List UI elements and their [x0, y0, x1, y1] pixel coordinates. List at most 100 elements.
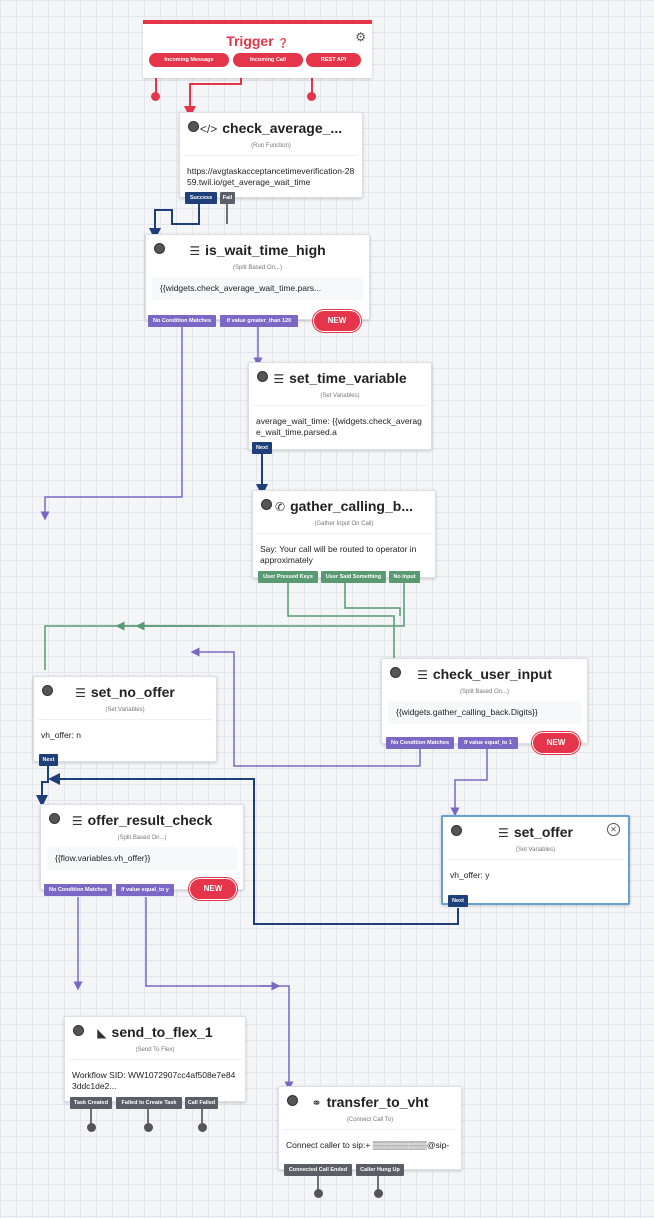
widget-handle[interactable] [287, 1095, 298, 1106]
wire-no-input [44, 582, 405, 670]
code-icon: </> [199, 122, 218, 136]
widget-handle[interactable] [261, 499, 272, 510]
widget-type: (Set Variables) [105, 707, 145, 713]
widget-type: (Set Variables) [320, 393, 360, 399]
widget-offer-result-check[interactable]: ☰offer_result_check (Split Based On...) … [40, 804, 244, 890]
trigger-terminal-message[interactable] [151, 92, 160, 101]
widget-send-to-flex[interactable]: ◣ send_to_flex_1 (Send To Flex) Workflow … [64, 1016, 246, 1102]
widget-type: (Split Based On...) [459, 689, 510, 695]
widget-type: (Split Based On...) [232, 265, 283, 271]
split-icon: ☰ [189, 244, 201, 258]
wire-success [149, 204, 200, 240]
widget-body: {{widgets.gather_calling_back.Digits}} [388, 701, 581, 724]
widget-set-no-offer[interactable]: ☰set_no_offer (Set Variables) vh_offer: … [33, 676, 217, 762]
widget-body: average_wait_time: {{widgets.check_avera… [256, 416, 422, 437]
transition-next[interactable]: Next [252, 442, 272, 454]
transition-next[interactable]: Next [448, 895, 468, 907]
widget-handle[interactable] [154, 243, 165, 254]
new-badge[interactable]: NEW [534, 734, 578, 752]
widget-title: send_to_flex_1 [111, 1024, 213, 1040]
widget-body: {{widgets.check_average_wait_time.pars..… [152, 277, 363, 300]
wire-next-2 [36, 766, 49, 807]
transition-user-pressed-keys[interactable]: User Pressed Keys [258, 571, 318, 583]
wire-said-something [344, 582, 401, 616]
trigger-incoming-message[interactable]: Incoming Message [149, 53, 229, 67]
wire-no-condition-1 [40, 323, 183, 521]
widget-is-wait-time-high[interactable]: ☰ is_wait_time_high (Split Based On...) {… [145, 234, 370, 320]
variables-icon: ☰ [273, 372, 285, 386]
transition-no-input[interactable]: No Input [389, 571, 420, 583]
widget-title: check_average_... [222, 120, 343, 136]
trigger-title: Trigger ❓ [226, 33, 289, 49]
widget-type: (Split Based On...) [117, 835, 167, 841]
phone-icon: ✆ [275, 500, 286, 514]
widget-check-average[interactable]: </> check_average_... (Run Function) http… [179, 112, 363, 198]
new-badge[interactable]: NEW [315, 312, 359, 330]
widget-body: {{flow.variables.vh_offer}} [47, 847, 237, 870]
split-icon: ☰ [417, 668, 428, 682]
gear-icon[interactable]: ⚙ [355, 30, 366, 44]
widget-set-offer[interactable]: ☰ set_offer ✕ (Set Variables) vh_offer: y [441, 815, 630, 905]
widget-type: (Connect Call To) [346, 1117, 394, 1123]
new-badge[interactable]: NEW [191, 880, 235, 898]
close-circle-icon[interactable]: ✕ [607, 823, 620, 836]
widget-body: Workflow SID: WW1072907cc4af508e7e843ddc… [72, 1070, 236, 1091]
widget-handle[interactable] [257, 371, 268, 382]
widget-type: (Run Function) [251, 143, 291, 149]
transition-next[interactable]: Next [39, 754, 58, 766]
transition-no-condition[interactable]: No Condition Matches [148, 315, 216, 327]
wire-equal-to-1 [450, 748, 488, 817]
widget-title: is_wait_time_high [205, 242, 326, 258]
link-icon: ⚭ [311, 1096, 322, 1110]
transition-connected-call-ended[interactable]: Connected Call Ended [284, 1164, 352, 1176]
terminal-call-failed[interactable] [198, 1123, 207, 1132]
widget-handle[interactable] [188, 121, 199, 132]
widget-handle[interactable] [390, 667, 401, 678]
help-circle-icon[interactable]: ❓ [277, 38, 289, 48]
transition-no-condition[interactable]: No Condition Matches [386, 737, 454, 749]
terminal-call-ended[interactable] [314, 1189, 323, 1198]
variables-icon: ☰ [498, 826, 509, 840]
widget-body: Connect caller to sip:+ ▒▒▒▒▒▒▒▒▒@sip- [286, 1140, 450, 1150]
widget-handle[interactable] [42, 685, 53, 696]
trigger-widget[interactable]: Trigger ❓ ⚙ [143, 20, 372, 78]
widget-type: (Set Variables) [515, 847, 556, 853]
split-icon: ☰ [71, 814, 83, 828]
widget-gather-calling-back[interactable]: ✆gather_calling_b... (Gather Input On Ca… [252, 490, 436, 578]
transition-caller-hung-up[interactable]: Caller Hung Up [356, 1164, 404, 1176]
transition-fail[interactable]: Fail [220, 192, 235, 204]
widget-type: (Send To Flex) [135, 1047, 175, 1053]
widget-set-time-variable[interactable]: ☰ set_time_variable (Set Variables) avera… [248, 362, 432, 450]
transition-equal-to-1[interactable]: If value equal_to 1 [458, 737, 518, 749]
transition-task-created[interactable]: Task Created [70, 1097, 112, 1109]
transition-success[interactable]: Success [185, 192, 217, 204]
widget-body: https://avgtaskacceptancetimeverificatio… [187, 166, 355, 187]
widget-check-user-input[interactable]: ☰ check_user_input (Split Based On...) {{… [381, 658, 588, 744]
widget-body: vh_offer: y [450, 870, 490, 880]
widget-handle[interactable] [451, 825, 462, 836]
widget-title: set_time_variable [289, 370, 407, 386]
widget-handle[interactable] [49, 813, 60, 824]
widget-title: set_offer [513, 824, 573, 840]
wire-pressed-keys [287, 582, 395, 670]
trigger-terminal-rest[interactable] [307, 92, 316, 101]
transition-failed-to-create-task[interactable]: Failed to Create Task [116, 1097, 182, 1109]
transition-no-condition[interactable]: No Condition Matches [44, 884, 112, 896]
trigger-rest-api[interactable]: REST API [306, 53, 361, 67]
widget-handle[interactable] [73, 1025, 84, 1036]
transition-greater-than[interactable]: If value greater_than 120 [220, 315, 298, 327]
terminal-failed-task[interactable] [144, 1123, 153, 1132]
terminal-task-created[interactable] [87, 1123, 96, 1132]
widget-body: Say: Your call will be routed to operato… [260, 544, 417, 565]
trigger-incoming-call[interactable]: Incoming Call [233, 53, 303, 67]
transition-user-said-something[interactable]: User Said Something [321, 571, 386, 583]
flex-icon: ◣ [97, 1026, 107, 1040]
widget-transfer-to-vht[interactable]: ⚭transfer_to_vht (Connect Call To) Conne… [278, 1086, 462, 1170]
widget-title: check_user_input [432, 666, 552, 682]
transition-equal-to-y[interactable]: If value equal_to y [116, 884, 174, 896]
variables-icon: ☰ [75, 686, 86, 700]
widget-type: (Gather Input On Call) [314, 521, 374, 527]
widget-title: set_no_offer [90, 684, 175, 700]
transition-call-failed[interactable]: Call Failed [185, 1097, 218, 1109]
terminal-hung-up[interactable] [374, 1189, 383, 1198]
